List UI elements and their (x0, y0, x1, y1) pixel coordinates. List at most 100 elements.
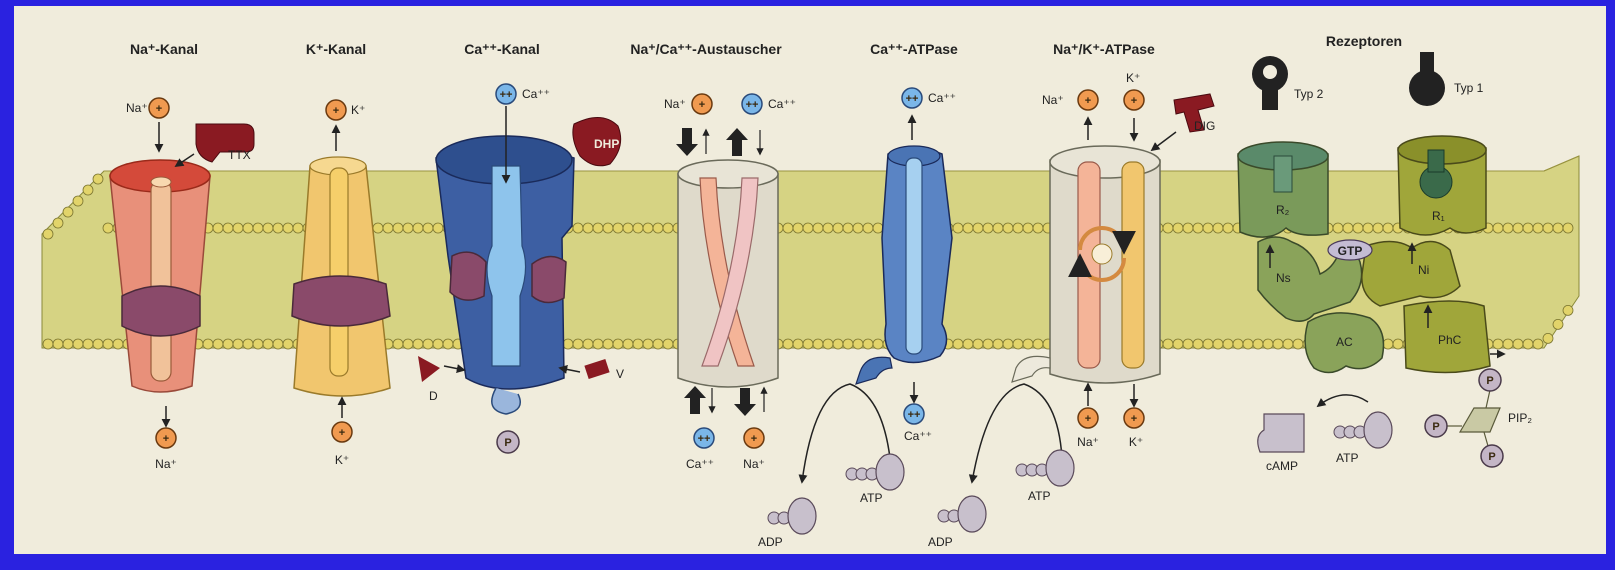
lipid-head (1193, 339, 1203, 349)
lipid-head (1163, 339, 1173, 349)
label-r2: R₂ (1276, 203, 1290, 217)
lipid-head (1183, 223, 1193, 233)
v-drug (584, 359, 609, 379)
atp-ca-atpase (846, 454, 904, 490)
lipid-head (973, 339, 983, 349)
label-phc: PhC (1438, 333, 1462, 347)
lipid-head (403, 339, 413, 349)
lipid-head (803, 223, 813, 233)
label-atpase-ca-top: Ca⁺⁺ (928, 91, 956, 105)
lipid-head (843, 223, 853, 233)
ion-na-bottom: + (156, 428, 176, 448)
title-k-kanal: K⁺-Kanal (306, 41, 366, 57)
lipid-head (263, 339, 273, 349)
ligand-typ1-icon (1409, 52, 1445, 106)
lipid-head (373, 223, 383, 233)
svg-text:++: ++ (908, 409, 921, 421)
lipid-head (393, 223, 403, 233)
phosphate-pip2-left: P (1425, 415, 1447, 437)
label-exch-na-top: Na⁺ (664, 97, 686, 111)
ion-atpase-ca-bottom: ++ (904, 404, 924, 424)
svg-text:P: P (1486, 375, 1493, 387)
svg-text:+: + (751, 433, 757, 445)
lipid-head (63, 339, 73, 349)
lipid-head (653, 339, 663, 349)
lipid-head (963, 339, 973, 349)
lipid-head (573, 223, 583, 233)
label-exch-ca-top: Ca⁺⁺ (768, 97, 796, 111)
lipid-head (863, 223, 873, 233)
phosphate-pip2-top: P (1479, 369, 1501, 391)
svg-text:+: + (1131, 95, 1137, 107)
lipid-head (83, 339, 93, 349)
lipid-head (603, 339, 613, 349)
ion-k-bottom: + (332, 422, 352, 442)
lipid-head (1373, 223, 1383, 233)
label-exch-ca-bottom: Ca⁺⁺ (686, 457, 714, 471)
label-atp-1: ATP (860, 491, 882, 505)
label-typ1: Typ 1 (1454, 81, 1484, 95)
lipid-head (423, 223, 433, 233)
atp-nak-atpase (1016, 450, 1074, 486)
lipid-head (663, 223, 673, 233)
lipid-head (433, 339, 443, 349)
lipid-head (1503, 223, 1513, 233)
lipid-head (1383, 223, 1393, 233)
lipid-head (1523, 223, 1533, 233)
ion-k-top: + (326, 100, 346, 120)
label-typ2: Typ 2 (1294, 87, 1324, 101)
lipid-head (953, 339, 963, 349)
lipid-head (433, 223, 443, 233)
lipid-head (223, 223, 233, 233)
lipid-head (393, 339, 403, 349)
lipid-head (983, 223, 993, 233)
lipid-head (1493, 339, 1503, 349)
ion-exch-ca-bottom: ++ (694, 428, 714, 448)
lipid-head (1213, 339, 1223, 349)
lipid-head (1013, 339, 1023, 349)
adp-nak-atpase (938, 496, 986, 532)
lipid-head (413, 339, 423, 349)
lipid-head (583, 339, 593, 349)
camp-molecule (1258, 414, 1304, 452)
title-rezeptoren: Rezeptoren (1326, 33, 1402, 49)
lipid-head (1533, 223, 1543, 233)
adp-ca-atpase (768, 498, 816, 534)
label-adp-2: ADP (928, 535, 953, 549)
lipid-head (963, 223, 973, 233)
lipid-head (243, 223, 253, 233)
lipid-head (953, 223, 963, 233)
lipid-head (83, 185, 93, 195)
label-camp: cAMP (1266, 459, 1298, 473)
atp-receptor (1334, 412, 1392, 448)
label-r1: R₁ (1432, 209, 1445, 223)
lipid-head (93, 339, 103, 349)
lipid-head (1563, 223, 1573, 233)
lipid-head (1223, 339, 1233, 349)
lipid-head (873, 223, 883, 233)
lipid-head (43, 339, 53, 349)
ion-nak-k-top: + (1124, 90, 1144, 110)
lipid-head (273, 223, 283, 233)
lipid-head (593, 339, 603, 349)
svg-text:+: + (1085, 95, 1091, 107)
label-ca-top: Ca⁺⁺ (522, 87, 550, 101)
lipid-head (613, 223, 623, 233)
ion-na-top: + (149, 98, 169, 118)
svg-text:++: ++ (500, 89, 513, 101)
lipid-head (563, 339, 573, 349)
ion-nak-na-bottom: + (1078, 408, 1098, 428)
ligand-typ2-icon (1252, 56, 1288, 110)
lipid-head (633, 339, 643, 349)
label-k-bottom: K⁺ (335, 453, 349, 467)
lipid-head (783, 339, 793, 349)
lipid-head (1333, 223, 1343, 233)
lipid-head (213, 223, 223, 233)
lipid-head (1553, 319, 1563, 329)
lipid-head (1563, 305, 1573, 315)
lipid-head (1283, 339, 1293, 349)
ion-exch-na-top: + (692, 94, 712, 114)
svg-text:+: + (163, 433, 169, 445)
svg-text:P: P (1432, 421, 1439, 433)
lipid-head (1533, 339, 1543, 349)
